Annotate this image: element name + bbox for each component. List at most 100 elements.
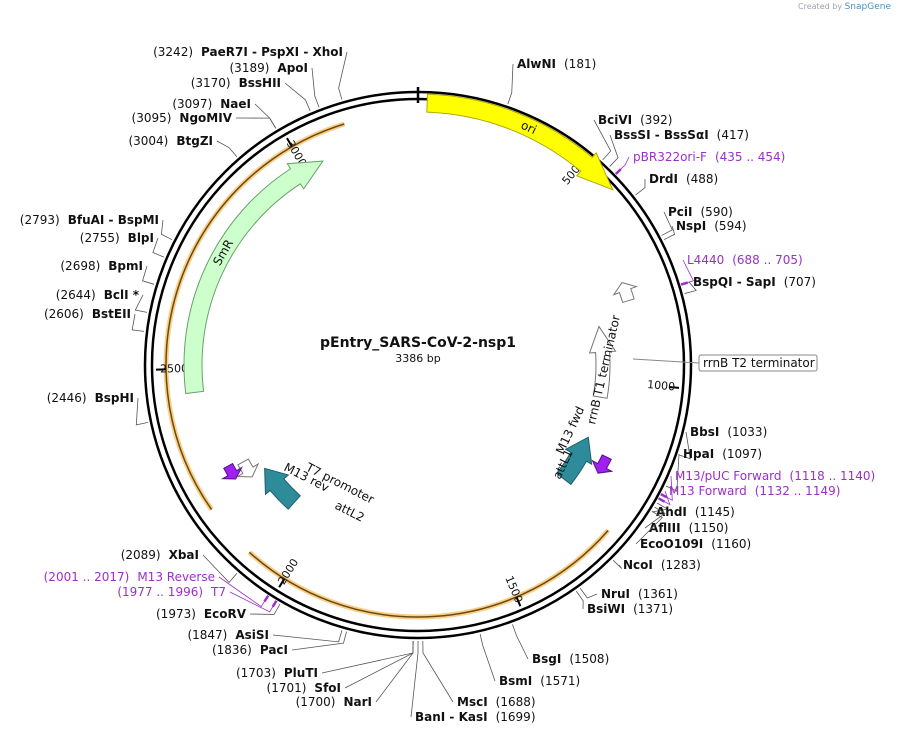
site-leader-line [644,506,666,529]
site-leader-line [665,453,680,492]
site-leader-line [507,63,514,105]
feature-arrow-m13-rev[interactable] [220,462,243,480]
orange-arc [165,123,345,510]
ring-tick-label: 1000 [647,378,676,393]
site-label[interactable]: L4440(688 .. 705) [687,253,803,267]
site-label[interactable]: (1977 .. 1996)T7 [117,585,226,599]
site-label[interactable]: BsgI(1508) [532,652,609,666]
callout-box [698,354,818,372]
site-leader-line [684,281,697,294]
site-label[interactable]: BanI - KasI(1699) [415,710,536,724]
site-leader-line [235,117,277,129]
site-label[interactable]: AlwNI(181) [517,57,596,71]
feature-arrow-smr[interactable] [183,160,324,395]
feature-arrow-m13-fwd[interactable] [591,454,614,474]
site-leader-line [579,588,598,599]
site-leader-line [142,265,155,285]
site-leader-line [131,313,145,332]
ring-tick-label: 2000 [275,556,301,587]
site-leader-line [422,640,454,703]
site-label[interactable]: MscI(1688) [457,695,536,709]
callout-rrnb-t2: rrnB T2 terminator [632,354,818,372]
site-label[interactable]: BsiWI(1371) [587,602,673,616]
site-leader-line [663,225,676,241]
site-leader-line [254,103,277,129]
primer-mark [657,497,666,503]
site-label[interactable]: (1700)NarI [296,695,372,709]
site-label[interactable]: BspQI - SapI(707) [693,275,816,289]
site-leader-line [284,82,311,112]
site-label[interactable]: HpaI(1097) [683,447,762,461]
site-label[interactable]: (3189)ApoI [230,61,309,75]
site-label[interactable]: (1836)PacI [212,643,288,657]
site-label[interactable]: pBR322ori-F(435 .. 454) [633,150,785,164]
feature-label-rrnb-t1-terminator: rrnB T1 terminator [584,314,623,426]
site-leader-line [612,559,622,569]
site-labels: AlwNI(181) BciVI(392)BssSI - BssSαI(417) p… [20,45,875,724]
site-leader-line [160,219,173,241]
site-leader-line [609,134,619,167]
site-leader-line [218,576,269,608]
site-label[interactable]: (1701)SfoI [267,681,341,695]
site-label[interactable]: (3004)BtgZI [128,134,213,148]
feature-arrow-rrnb-t1-terminator[interactable] [588,325,617,399]
site-leader-line [410,641,419,718]
site-label[interactable]: (3095)NgoMIV [132,111,233,125]
feature-arrow-attl1[interactable] [555,436,593,486]
site-label[interactable]: BssSI - BssSαI(417) [614,128,749,142]
plasmid-backbone [143,87,693,640]
site-leader-line [134,294,148,313]
site-label[interactable]: AhdI(1145) [656,505,735,519]
site-leader-line [479,633,496,682]
site-label[interactable]: (2606)BstEII [44,307,131,321]
site-label[interactable]: (2644)BclI * [56,288,140,302]
site-label[interactable]: (2089)XbaI [121,548,199,562]
site-leader-line [202,554,238,583]
site-leader-line [152,237,165,258]
site-label[interactable]: AflIII(1150) [649,521,728,535]
site-leader-line [216,140,238,157]
feature-arrows [183,93,638,510]
credit-text: Created by [798,2,843,11]
site-leader-line [593,119,612,161]
site-label[interactable]: BciVI(392) [598,113,672,127]
site-label[interactable]: EcoO109I(1160) [640,537,751,551]
site-label[interactable]: (3242)PaeR7I - PspXI - XhoI [153,45,343,59]
site-label[interactable]: (1847)AsiSI [187,628,269,642]
site-label[interactable]: PciI(590) [668,205,733,219]
site-label[interactable]: BbsI(1033) [690,425,767,439]
site-label[interactable]: (3170)BssHII [191,76,281,90]
plasmid-name: pEntry_SARS-CoV-2-nsp1 [320,335,516,351]
site-label[interactable]: (2755)BlpI [80,231,154,245]
site-label[interactable]: (2001 .. 2017)M13 Reverse [44,570,215,584]
site-label[interactable]: (2793)BfuAI - BspMI [20,213,159,227]
primer-mark [660,493,668,499]
site-label[interactable]: (2698)BpmI [60,259,143,273]
site-label[interactable]: (2446)BspHI [47,391,134,405]
site-leader-line [375,640,414,703]
ring-tick-mark [668,385,680,389]
feature-arrow-attl2[interactable] [264,467,301,510]
site-label[interactable]: NruI(1361) [601,587,678,601]
callout-text: rrnB T2 terminator [703,356,815,370]
site-label[interactable]: (1703)PluTI [236,666,318,680]
primer-mark [614,168,622,175]
feature-arrow-rrnb-t2-terminator[interactable] [612,282,638,304]
site-leader-line [311,67,320,108]
site-leader-line [635,510,663,545]
primer-mark [271,600,278,608]
ring-tick-label: 2500 [160,362,188,375]
ring-tick-mark [515,596,522,607]
orange-highlight-arcs [163,121,611,620]
site-label[interactable]: BsmI(1571) [499,674,580,688]
site-label[interactable]: (3097)NaeI [172,97,251,111]
site-label[interactable]: DrdI(488) [649,172,718,186]
site-label[interactable]: M13 Forward(1132 .. 1149) [669,484,840,498]
snapgene-brand: SnapGene [844,2,891,12]
site-leader-line [661,211,673,236]
feature-arrow-ori[interactable] [426,93,614,191]
site-label[interactable]: M13/pUC Forward(1118 .. 1140) [675,469,875,483]
site-label[interactable]: NspI(594) [676,219,747,233]
site-label[interactable]: NcoI(1283) [623,558,701,572]
site-label[interactable]: (1973)EcoRV [156,607,247,621]
